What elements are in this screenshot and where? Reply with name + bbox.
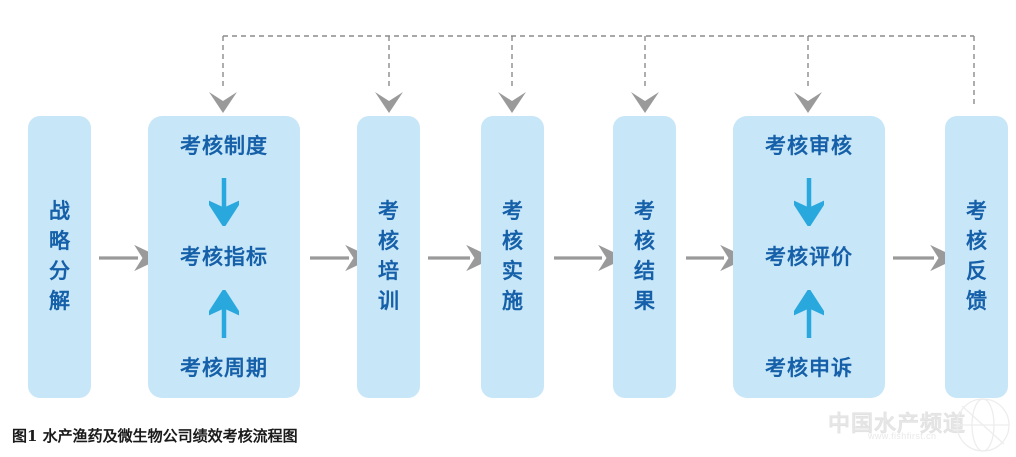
node-assessment-feedback[interactable]: 考核反馈	[945, 116, 1008, 398]
node-assessment-training[interactable]: 考核培训	[357, 116, 420, 398]
inner-arrow-down-icon	[794, 178, 824, 227]
node-label: 考核结果	[634, 199, 655, 313]
inner-arrow-up-icon	[209, 289, 239, 338]
feedback-arrowhead-design	[209, 92, 237, 113]
node-label: 战略分解	[49, 199, 70, 313]
node-label-bottom: 考核申诉	[765, 356, 853, 381]
figure-caption: 图1 水产渔药及微生物公司绩效考核流程图	[12, 427, 298, 445]
feedback-arrowhead-review	[794, 92, 822, 113]
feedback-arrowhead-result	[631, 92, 659, 113]
node-assessment-review[interactable]: 考核审核 考核评价 考核申诉	[733, 116, 885, 398]
feedback-arrowhead-training	[375, 92, 403, 113]
node-strategy-decomposition[interactable]: 战略分解	[28, 116, 91, 398]
node-label-bottom: 考核周期	[180, 356, 268, 381]
node-label-top: 考核审核	[765, 134, 853, 158]
feedback-loop-group	[222, 35, 975, 108]
node-label: 考核反馈	[966, 199, 987, 313]
node-assessment-execution[interactable]: 考核实施	[481, 116, 544, 398]
node-label: 考核实施	[502, 199, 523, 313]
watermark: 中国水产频道 www.fishfirst.cn	[826, 396, 1012, 454]
globe-icon	[956, 398, 1010, 452]
node-label: 考核培训	[378, 199, 399, 313]
inner-arrow-down-icon	[209, 178, 239, 227]
feedback-arrowhead-execution	[498, 92, 526, 113]
watermark-text: 中国水产频道	[828, 412, 967, 437]
node-label-middle: 考核指标	[180, 245, 268, 270]
watermark-url: www.fishfirst.cn	[868, 431, 937, 441]
feedback-arrowhead-group	[209, 92, 822, 113]
inner-arrow-up-icon	[794, 289, 824, 338]
node-label-middle: 考核评价	[765, 245, 853, 270]
node-assessment-result[interactable]: 考核结果	[613, 116, 676, 398]
node-assessment-design[interactable]: 考核制度 考核指标 考核周期	[148, 116, 300, 398]
node-label-top: 考核制度	[180, 134, 268, 158]
